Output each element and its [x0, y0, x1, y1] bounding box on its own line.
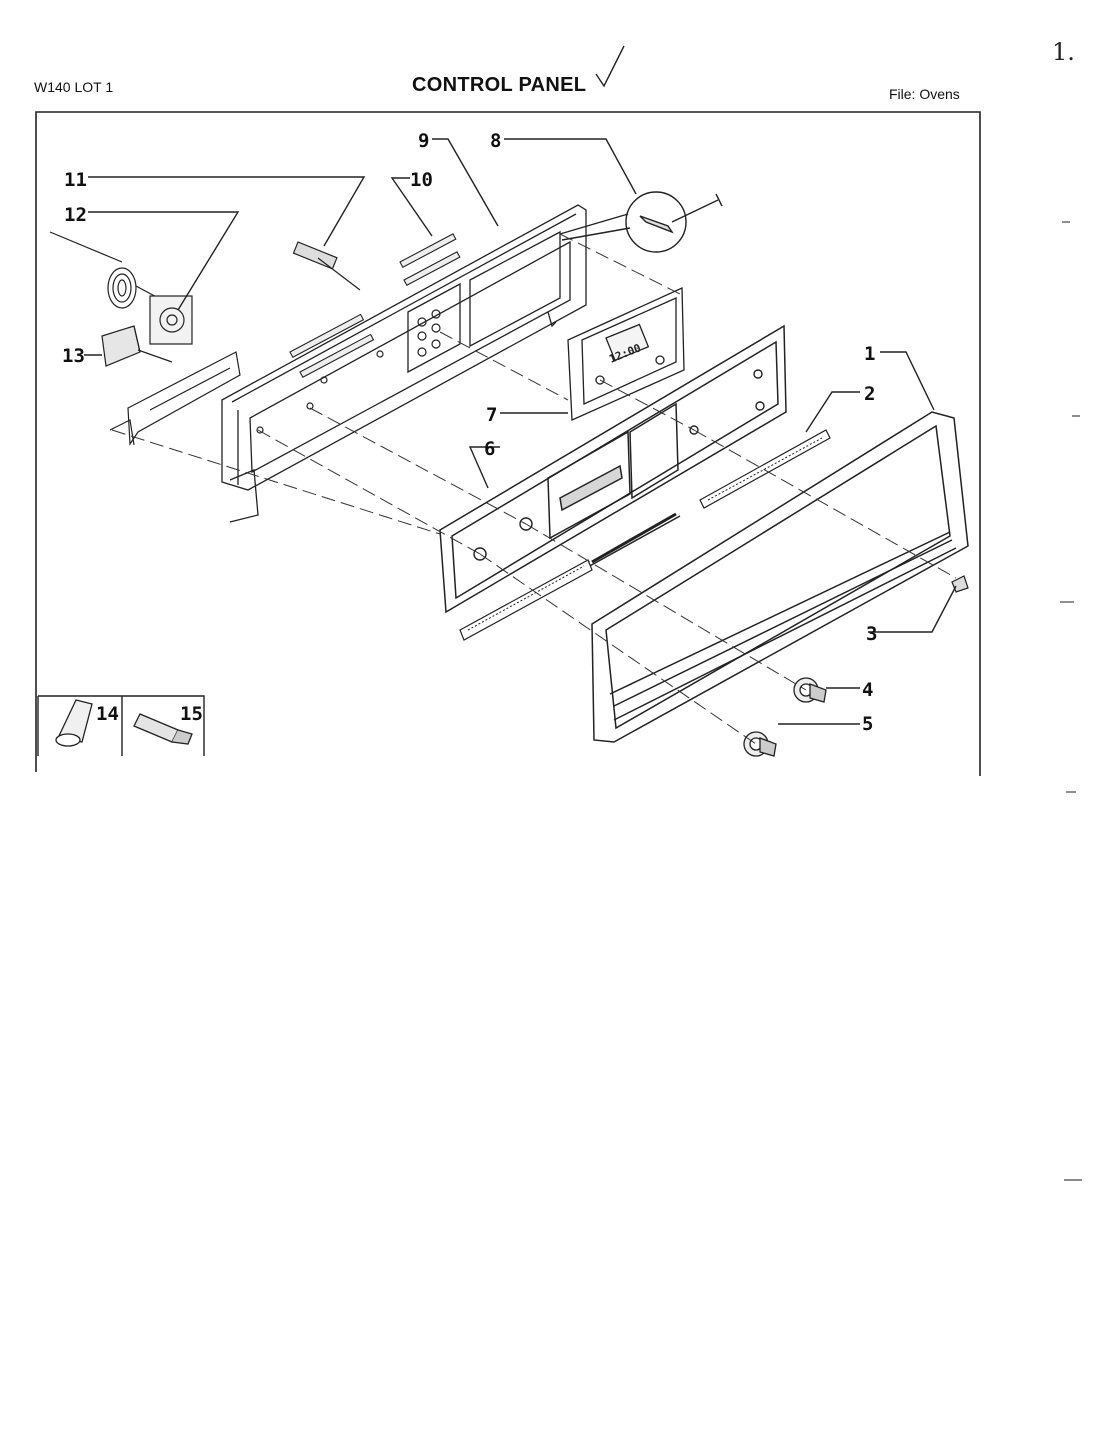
- model-lot-label: W140 LOT 1: [34, 79, 114, 95]
- vent-slots: [467, 437, 823, 631]
- callout-9: 9: [418, 130, 429, 152]
- control-panel-overlay-part-6: [439, 324, 787, 614]
- scan-marks: [1060, 221, 1082, 1181]
- button-holes: [256, 309, 441, 434]
- thermostat-part-12: [49, 231, 193, 345]
- callout-1: 1: [864, 343, 875, 365]
- detail-circle-part-8: [559, 191, 723, 253]
- knob-part-5: [743, 731, 777, 757]
- callout-4: 4: [862, 679, 873, 701]
- wire-nut-part-14: [55, 699, 93, 747]
- callout-6: 6: [484, 438, 495, 460]
- inset-boxes: [37, 695, 205, 756]
- rear-control-panel-part-9: [221, 204, 587, 523]
- callout-13: 13: [62, 345, 85, 367]
- callout-2: 2: [864, 383, 875, 405]
- callout-12: 12: [64, 204, 87, 226]
- corner-mark: 1.: [1052, 38, 1075, 66]
- callout-7: 7: [486, 404, 497, 426]
- left-bracket: [109, 351, 241, 446]
- switch-part-13: [101, 325, 173, 367]
- callout-10: 10: [410, 169, 433, 191]
- trim-frame-part-1: [591, 411, 969, 743]
- callout-15: 15: [180, 703, 203, 725]
- callout-11: 11: [64, 169, 87, 191]
- callout-5: 5: [862, 713, 873, 735]
- knob-part-4: [793, 677, 827, 703]
- connector-part-15: [133, 713, 193, 745]
- panel-slots: [289, 233, 461, 379]
- diagram-frame: [35, 111, 981, 776]
- file-label: File: Ovens: [889, 86, 960, 102]
- callout-14: 14: [96, 703, 119, 725]
- callout-3: 3: [866, 623, 877, 645]
- clock-board-part-7: [567, 287, 685, 421]
- page-title: CONTROL PANEL: [412, 74, 587, 96]
- leader-lines: [84, 138, 957, 725]
- checkmark-mark: [595, 45, 625, 88]
- callout-8: 8: [490, 130, 501, 152]
- thermostat-bulb-part-11: [292, 241, 361, 291]
- alignment-lines: [111, 233, 957, 745]
